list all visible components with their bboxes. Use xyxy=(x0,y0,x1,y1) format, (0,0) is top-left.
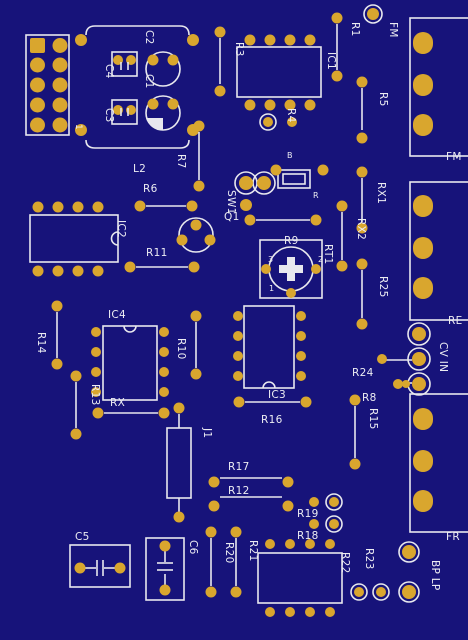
label-c5: C5 xyxy=(75,531,90,543)
label-fm: FM xyxy=(387,22,399,38)
resistors-rx-rt xyxy=(336,166,368,330)
label-j1: J1 xyxy=(201,428,213,439)
resistors-r22-r23 xyxy=(350,583,390,601)
label-r16: R16 xyxy=(261,414,283,426)
trimmer-r9 xyxy=(259,239,323,299)
label-r22: R22 xyxy=(339,552,351,574)
bp-lp-pads xyxy=(398,541,420,603)
resistor-r11 xyxy=(124,261,200,273)
label-rt1: RT1 xyxy=(322,244,334,265)
label-cv-in: CV IN xyxy=(437,342,449,373)
label-rx2: RX2 xyxy=(355,218,367,241)
label-r17: R17 xyxy=(228,461,250,473)
resistor-r13 xyxy=(70,370,82,440)
switch-sw1 xyxy=(234,171,276,211)
label-r24: R24 xyxy=(352,367,374,379)
label-r14: R14 xyxy=(35,332,47,354)
resistor-r14 xyxy=(51,300,63,370)
label-pot-3: 3 xyxy=(268,255,274,264)
label-rx1: RX1 xyxy=(375,182,387,205)
label-bp-lp: BP LP xyxy=(429,560,441,591)
label-r11: R11 xyxy=(146,247,168,259)
capacitor-c6 xyxy=(145,537,185,601)
resistors-r19-r18 xyxy=(309,493,343,533)
label-r19: R19 xyxy=(297,508,319,520)
resistor-r10 xyxy=(190,310,202,380)
resistors-r20-r21 xyxy=(205,526,242,598)
label-c3: C3 xyxy=(103,108,115,123)
label-q1: Q1 xyxy=(224,211,240,223)
led-footprint xyxy=(270,164,329,189)
ic4-footprint xyxy=(91,325,169,401)
resistor-r4 xyxy=(259,113,297,131)
ic3-footprint xyxy=(233,305,306,389)
resistor-r3 xyxy=(214,26,226,97)
label-r20: R20 xyxy=(223,542,235,564)
label-fr: FR xyxy=(446,531,460,543)
label-r9: R9 xyxy=(284,235,299,247)
label-ic3: IC3 xyxy=(268,389,287,401)
label-r13: R13 xyxy=(89,384,101,406)
label-r7: R7 xyxy=(175,154,187,169)
ic2-footprint xyxy=(29,201,119,277)
resistor-r16 xyxy=(233,396,312,408)
label-re: RE xyxy=(448,315,463,327)
label-r23: R23 xyxy=(363,548,375,570)
resistor-q1-bias xyxy=(244,214,322,226)
label-r18: R18 xyxy=(297,530,319,542)
label-r1: R1 xyxy=(349,22,361,37)
pin-header xyxy=(25,34,70,136)
label-r12: R12 xyxy=(228,485,250,497)
resistor-r15 xyxy=(349,394,361,470)
resistors-r24-r8 xyxy=(377,354,412,389)
label-rx: RX xyxy=(110,397,126,409)
capacitor-block xyxy=(75,25,199,149)
jumper-j1 xyxy=(166,402,192,523)
resistor-rx xyxy=(92,407,170,419)
label-r15: R15 xyxy=(367,408,379,430)
capacitor-c5 xyxy=(69,544,131,588)
label-pot-1: 1 xyxy=(269,284,275,293)
resistor-r6 xyxy=(134,200,198,212)
label-r21: R21 xyxy=(247,540,259,562)
label-c6: C6 xyxy=(187,540,199,555)
label-ic1: IC1 xyxy=(325,52,337,71)
resistor-r7 xyxy=(193,120,205,192)
label-r4: R4 xyxy=(285,108,297,123)
label-pin-r: R xyxy=(313,191,319,200)
jack-fm xyxy=(409,17,468,157)
label-r8: R8 xyxy=(362,392,377,404)
label-c2: C2 xyxy=(143,30,155,45)
label-pin-b: B xyxy=(287,151,293,160)
label-r5: R5 xyxy=(377,92,389,107)
label-r25: R25 xyxy=(377,276,389,298)
cv-in-pads xyxy=(407,322,431,396)
label-pot-2: 2 xyxy=(318,255,324,264)
label-ic4: IC4 xyxy=(108,309,127,321)
label-header-pin1: 1 xyxy=(73,124,83,131)
label-r6: R6 xyxy=(143,183,158,195)
resistors-r1-r5 xyxy=(331,4,383,144)
label-r3: R3 xyxy=(233,42,245,57)
transistor-q1 xyxy=(176,217,216,253)
jack-fr xyxy=(409,393,468,533)
label-l2: L2 xyxy=(133,163,147,175)
label-c1: C1 xyxy=(143,74,155,89)
resistors-r17-r12 xyxy=(208,476,294,512)
label-c4: C4 xyxy=(103,64,115,79)
jack-re xyxy=(409,181,468,321)
ic1-footprint xyxy=(236,34,322,111)
label-r10: R10 xyxy=(175,338,187,360)
label-fm-right: FM xyxy=(446,151,462,163)
ic5-footprint xyxy=(257,539,343,617)
label-ic2: IC2 xyxy=(115,220,127,239)
